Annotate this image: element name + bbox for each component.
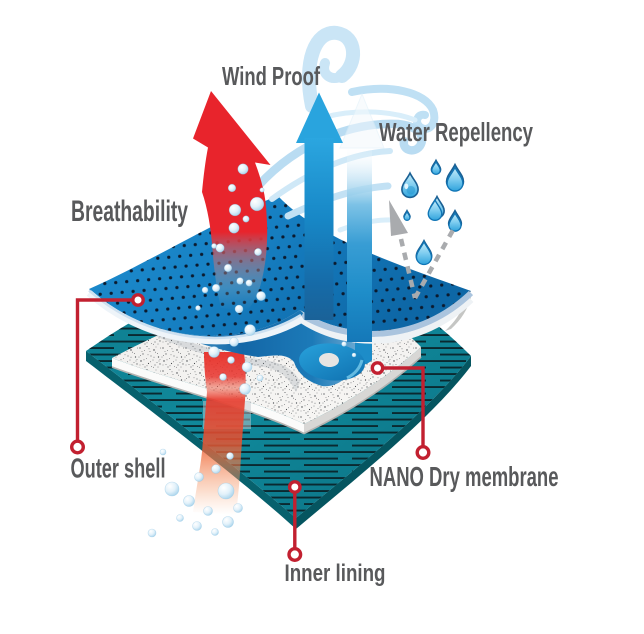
svg-text:Breathability: Breathability: [71, 195, 188, 228]
svg-text:Wind Proof: Wind Proof: [222, 61, 320, 91]
svg-text:NANO Dry membrane: NANO Dry membrane: [370, 461, 559, 492]
svg-text:Inner lining: Inner lining: [285, 560, 386, 587]
svg-text:Water Repellency: Water Repellency: [379, 119, 534, 147]
svg-text:Outer shell: Outer shell: [71, 453, 166, 484]
